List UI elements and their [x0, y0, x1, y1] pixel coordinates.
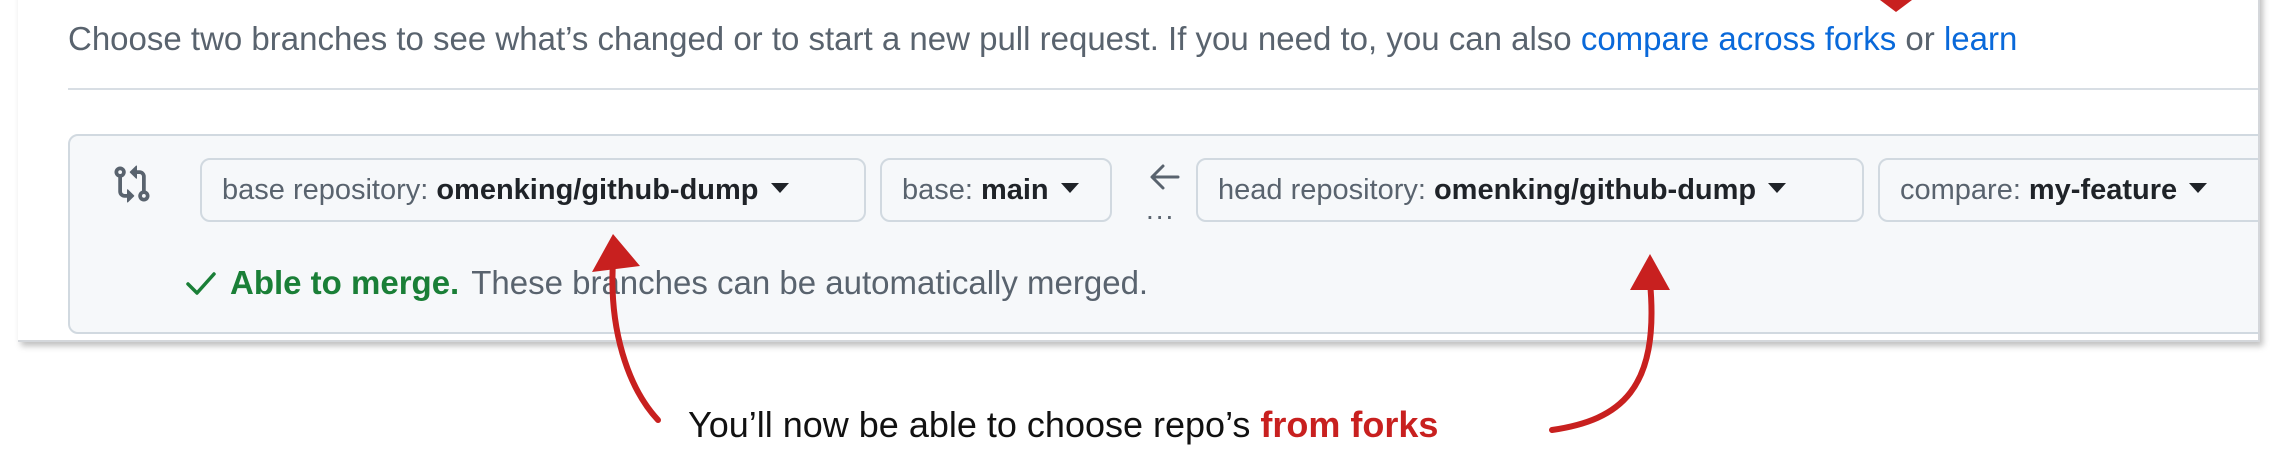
base-branch-value: main — [980, 173, 1049, 206]
base-branch-label: base: — [902, 173, 973, 206]
base-repository-label: base repository: — [222, 173, 429, 206]
git-compare-icon — [114, 165, 150, 203]
intro-or: or — [1896, 20, 1944, 57]
check-icon — [186, 272, 216, 295]
compare-branch-label: compare: — [1900, 173, 2021, 206]
intro-text: Choose two branches to see what’s change… — [68, 20, 1581, 57]
range-dots: ... — [1146, 194, 1176, 225]
base-repository-value: omenking/github-dump — [436, 173, 759, 206]
compare-branch-select[interactable]: compare: my-feature — [1878, 158, 2258, 222]
head-repository-value: omenking/github-dump — [1433, 173, 1757, 206]
range-editor: base repository: omenking/github-dump ba… — [68, 134, 2258, 334]
compare-branch-value: my-feature — [2028, 173, 2178, 206]
annotation-caption: You’ll now be able to choose repo’s from… — [688, 404, 1438, 446]
compare-intro: Choose two branches to see what’s change… — [68, 20, 2017, 58]
arrow-left-icon — [1150, 164, 1180, 190]
head-repository-select[interactable]: head repository: omenking/github-dump — [1196, 158, 1864, 222]
compare-across-forks-link[interactable]: compare across forks — [1580, 20, 1897, 57]
merge-status: Able to merge. These branches can be aut… — [184, 264, 1148, 302]
merge-detail-text: These branches can be automatically merg… — [471, 264, 1149, 301]
caret-down-icon — [1060, 183, 1079, 193]
caret-down-icon — [1768, 183, 1787, 193]
learn-link[interactable]: learn — [1943, 20, 2018, 57]
merge-ok-text: Able to merge. — [230, 264, 460, 301]
head-repository-label: head repository: — [1218, 173, 1426, 206]
annotation-text: You’ll now be able to choose repo’s — [688, 404, 1261, 445]
caret-down-icon — [770, 183, 789, 193]
caret-down-icon — [2189, 183, 2208, 193]
divider — [68, 88, 2258, 90]
compare-panel: Choose two branches to see what’s change… — [18, 0, 2260, 342]
base-repository-select[interactable]: base repository: omenking/github-dump — [200, 158, 866, 222]
annotation-highlight: from forks — [1260, 404, 1439, 445]
base-branch-select[interactable]: base: main — [880, 158, 1112, 222]
